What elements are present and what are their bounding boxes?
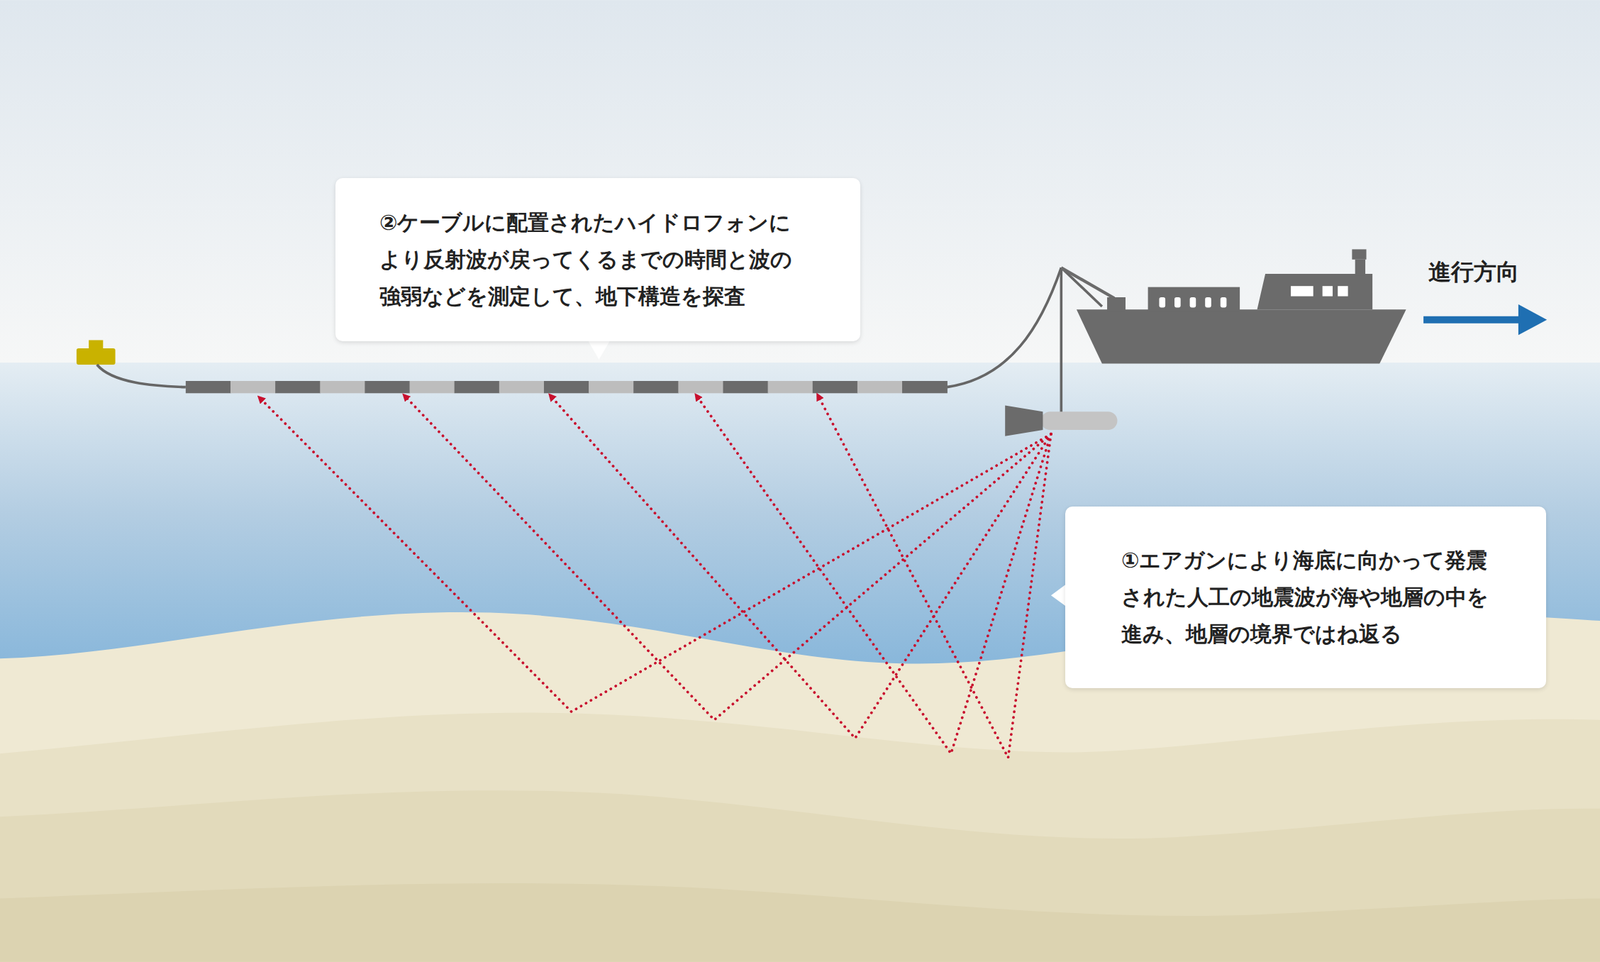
cable-segment <box>230 380 276 393</box>
hydrophone-cable <box>185 380 948 393</box>
cable-segment <box>723 380 769 393</box>
cable-segment <box>454 380 500 393</box>
cable-segment <box>185 380 232 393</box>
cable-segment <box>678 380 724 393</box>
seabed-layer-4 <box>0 882 1600 962</box>
direction-arrow <box>1423 316 1523 324</box>
cable-segment <box>588 380 635 393</box>
tail-buoy-top <box>88 339 103 349</box>
cable-segment <box>499 380 545 393</box>
cable-segment <box>409 380 456 393</box>
cable-segment <box>364 380 410 393</box>
cable-segment <box>812 380 859 393</box>
seismic-rays <box>260 396 1052 758</box>
direction-arrowhead <box>1518 304 1547 335</box>
callout-text: ①エアガンにより海底に向かって発震 された人工の地震波が海や地層の中を 進み、地… <box>1121 541 1496 653</box>
callout-box: ②ケーブルに配置されたハイドロフォンに より反射波が戻ってくるまでの時間と波の … <box>335 178 861 342</box>
callout-pointer <box>1051 583 1067 607</box>
cable-segment <box>319 380 366 393</box>
seabed-layer-2 <box>0 712 1600 962</box>
tail-buoy <box>76 348 116 365</box>
callout-text: ②ケーブルに配置されたハイドロフォンに より反射波が戻ってくるまでの時間と波の … <box>379 204 812 315</box>
cable-segment <box>543 380 590 393</box>
tow-cable <box>946 267 1061 387</box>
air-gun-nozzle <box>1004 405 1043 437</box>
cable-segment <box>768 380 814 393</box>
ship-windows <box>1158 285 1348 308</box>
seabed-layer-3 <box>0 790 1600 961</box>
callout-pointer <box>587 339 611 359</box>
direction-label: 進行方向 <box>1428 256 1520 288</box>
air-gun <box>1041 411 1118 430</box>
sky <box>0 0 1600 364</box>
cable-segment <box>857 380 903 393</box>
gun-line <box>1060 267 1064 413</box>
ship <box>1060 248 1406 364</box>
cable-segment <box>902 380 948 393</box>
buoy-line <box>97 364 186 388</box>
cable-segment <box>275 380 321 393</box>
callout-box: ①エアガンにより海底に向かって発震 された人工の地震波が海や地層の中を 進み、地… <box>1065 506 1547 688</box>
cable-segment <box>633 380 679 393</box>
